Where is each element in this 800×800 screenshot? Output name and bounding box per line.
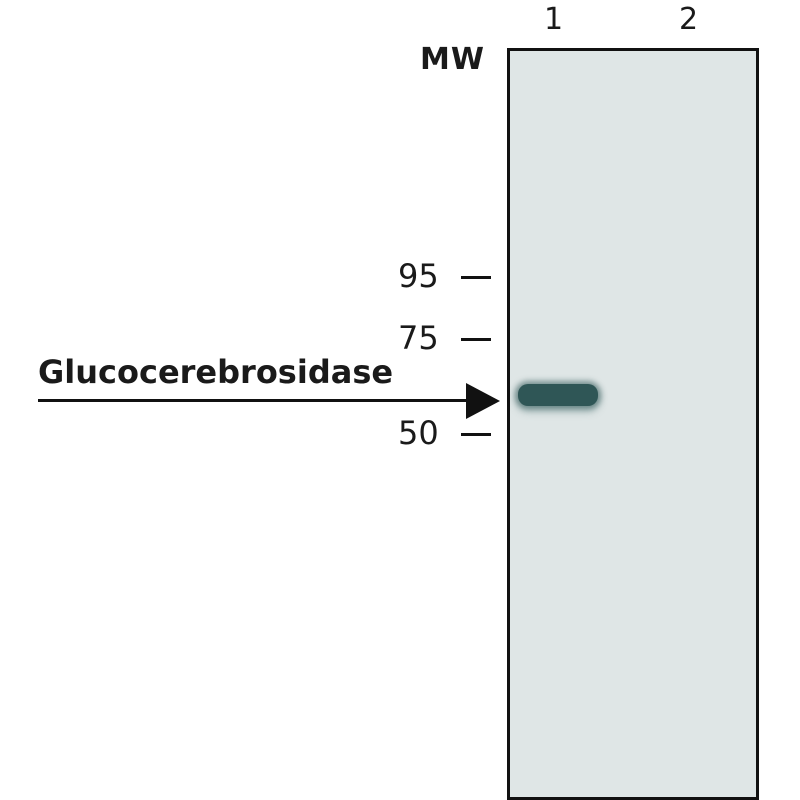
lane-label-1: 1 (544, 2, 564, 37)
marker-tick-95 (461, 276, 491, 279)
mw-heading: MW (420, 42, 485, 77)
target-protein-label: Glucocerebrosidase (38, 353, 394, 391)
marker-label-75: 75 (398, 319, 439, 357)
lane-label-2: 2 (679, 2, 699, 37)
marker-label-50: 50 (398, 414, 439, 452)
marker-tick-50 (461, 433, 491, 436)
arrow-right-icon (466, 383, 500, 419)
marker-label-95: 95 (398, 257, 439, 295)
blot-membrane (507, 48, 759, 800)
target-arrow-line (38, 399, 470, 402)
marker-tick-75 (461, 338, 491, 341)
protein-band-lane-1 (518, 384, 598, 406)
